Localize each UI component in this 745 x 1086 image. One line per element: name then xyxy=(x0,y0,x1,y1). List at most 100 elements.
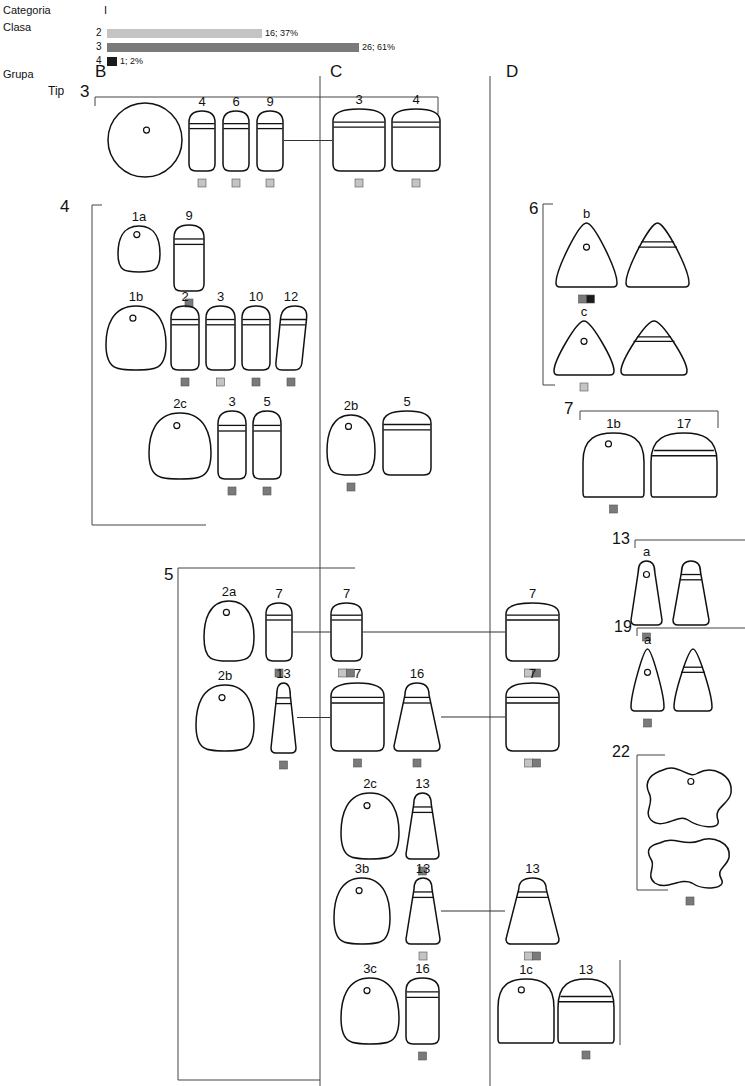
legend-row: 26; 61% xyxy=(107,42,395,53)
vessel-outline xyxy=(204,601,254,661)
vessel-outline xyxy=(223,111,249,171)
base-dot xyxy=(688,779,694,785)
rim-line xyxy=(332,619,362,620)
vessel-outline xyxy=(556,223,617,287)
rim-line xyxy=(332,702,384,703)
type-label: 3 xyxy=(215,394,249,409)
type-label: 2b xyxy=(324,398,378,413)
type-connector xyxy=(441,716,505,717)
rim-line xyxy=(276,703,291,704)
rim-line xyxy=(560,996,611,997)
group-letter: D xyxy=(506,63,518,82)
vessel-type: 9 xyxy=(256,94,284,172)
vessel-drawing xyxy=(148,412,212,480)
vessel-drawing xyxy=(252,410,282,480)
class-count: 26; 61% xyxy=(362,42,395,53)
vessel-drawing xyxy=(340,977,400,1045)
type-label: 7 xyxy=(503,586,562,601)
type-connector xyxy=(363,631,505,632)
vessel-outline xyxy=(558,979,614,1043)
rim-line xyxy=(219,430,246,431)
vessel-drawing xyxy=(170,305,200,371)
vessel-outline xyxy=(626,223,689,287)
base-dot xyxy=(134,232,140,238)
type-number: 13 xyxy=(612,530,630,548)
vessel-type: 13 xyxy=(405,776,440,860)
class-marker xyxy=(686,897,694,905)
class-marker xyxy=(198,179,206,187)
class-marker xyxy=(287,378,295,386)
vessel-outline xyxy=(383,411,431,475)
vessel-outline xyxy=(631,649,664,711)
type-bracket xyxy=(92,205,206,525)
class-marker xyxy=(266,179,274,187)
class-marker xyxy=(580,383,588,391)
vessel-drawing xyxy=(582,432,645,498)
vessel-drawing xyxy=(626,223,689,287)
type-bracket xyxy=(178,1080,320,1081)
vessel-outline xyxy=(257,111,283,171)
header-label: I xyxy=(104,4,107,16)
rim-line xyxy=(172,324,199,325)
header-label: Tip xyxy=(48,85,64,98)
class-marker xyxy=(355,179,363,187)
header-label: 3 xyxy=(96,41,102,52)
type-label: 5 xyxy=(250,394,284,409)
type-bracket xyxy=(620,960,621,1045)
rim-line xyxy=(190,128,215,129)
vessel-drawing xyxy=(382,410,432,476)
class-count: 1; 2% xyxy=(120,56,143,67)
rim-line xyxy=(254,425,281,426)
type-label: 7 xyxy=(328,666,387,681)
rim-line xyxy=(680,579,702,580)
header-label: Categoria xyxy=(3,4,51,16)
type-label: 13 xyxy=(403,861,443,876)
vessel-drawing xyxy=(277,305,305,371)
rim-line xyxy=(384,424,431,425)
type-bracket xyxy=(635,540,745,548)
rim-line xyxy=(393,121,440,122)
rim-line xyxy=(207,324,235,325)
rim-line xyxy=(641,241,674,242)
vessel-outline xyxy=(406,878,440,944)
type-label: 10 xyxy=(239,289,273,304)
vessel-outline xyxy=(631,561,662,625)
vessel-profile xyxy=(647,768,731,827)
rim-line xyxy=(652,455,716,456)
rim-line xyxy=(175,238,204,239)
class-bar xyxy=(107,43,359,52)
class-marker xyxy=(587,295,595,303)
base-dot xyxy=(364,988,370,994)
vessel-drawing xyxy=(270,682,297,754)
type-bracket xyxy=(543,204,555,385)
vessel-drawing xyxy=(203,600,255,662)
rim-line xyxy=(681,672,705,673)
type-bracket xyxy=(178,568,355,1080)
type-number: 22 xyxy=(612,743,630,761)
type-label: 17 xyxy=(648,416,720,431)
class-marker xyxy=(228,487,236,495)
type-label: 2a xyxy=(201,584,257,599)
vessel-outline xyxy=(673,561,709,625)
vessel-type: b xyxy=(555,206,618,288)
vessel-type: 6 xyxy=(222,94,250,172)
base-dot xyxy=(174,423,180,429)
base-dot xyxy=(130,315,136,321)
vessel-drawing xyxy=(557,978,615,1044)
type-label: 13 xyxy=(503,861,562,876)
vessel-type: 2c xyxy=(340,776,400,860)
type-label: 4 xyxy=(389,92,443,107)
vessel-outline xyxy=(106,306,166,370)
vessel-type: 3 xyxy=(217,394,247,480)
base-dot xyxy=(605,441,611,447)
vessel-outline xyxy=(118,226,160,272)
vessel-type: 5 xyxy=(252,394,282,480)
vessel-drawing xyxy=(393,682,441,752)
base-dot xyxy=(223,609,229,615)
rim-line xyxy=(334,127,385,128)
vessel-drawing xyxy=(332,108,386,172)
type-label: 7 xyxy=(263,586,295,601)
type-number: 3 xyxy=(80,83,89,102)
type-number: 4 xyxy=(60,198,69,217)
